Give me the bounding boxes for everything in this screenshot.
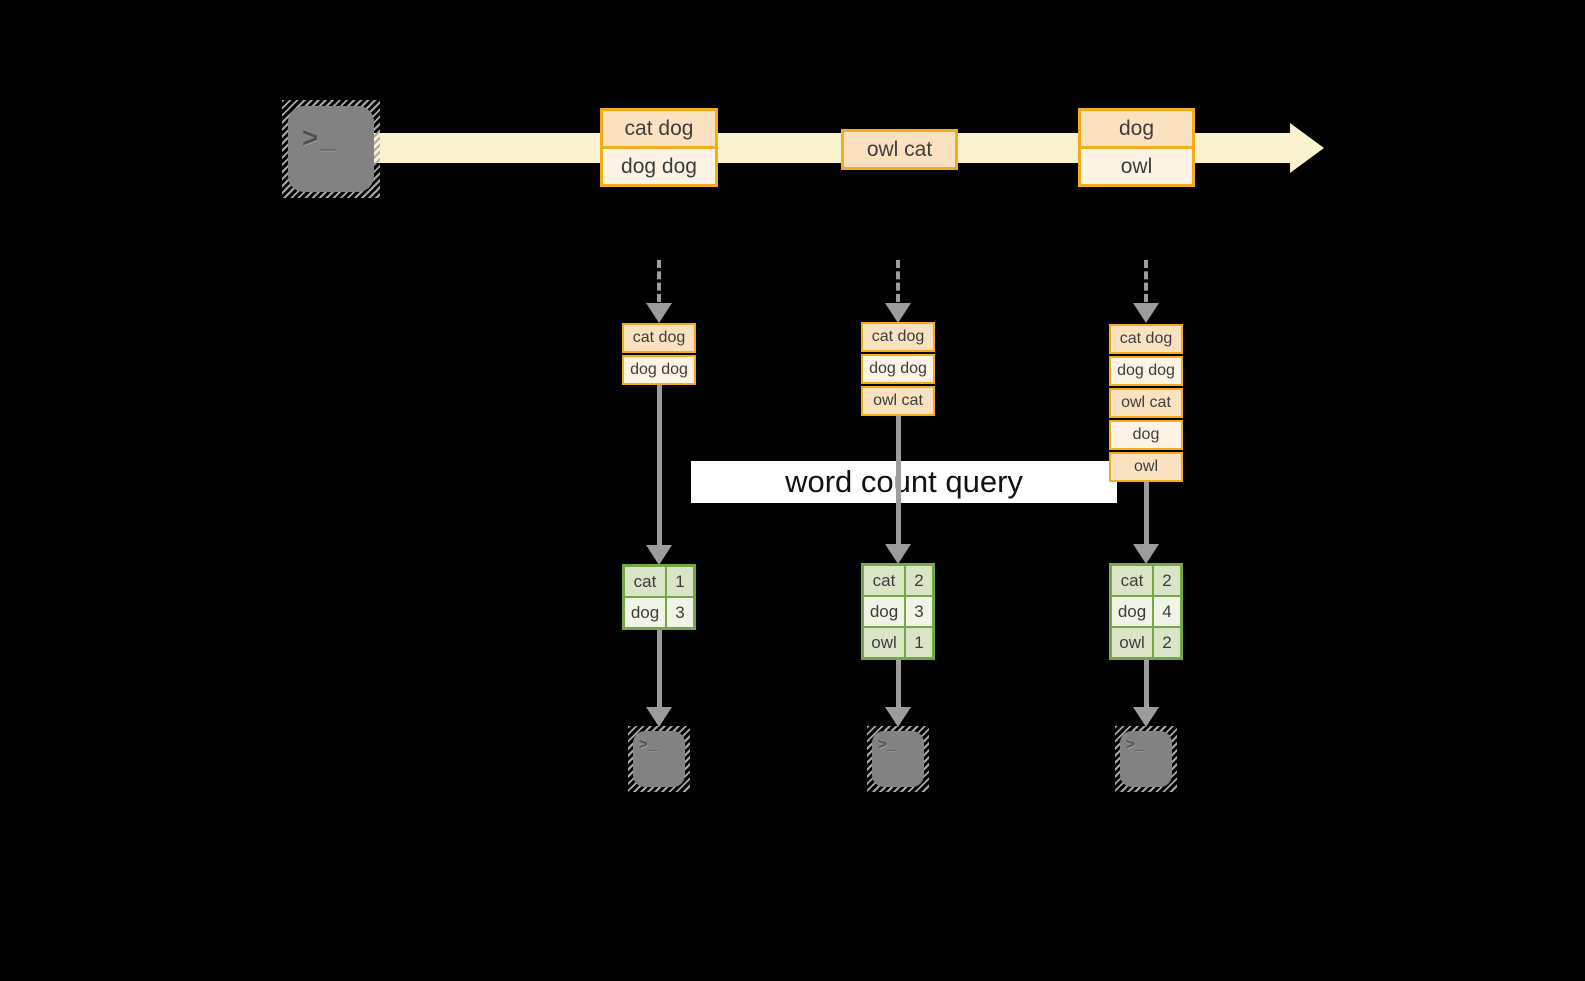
stream-event-box-1: cat dog dog dog (600, 108, 718, 187)
table-to-sink-arrow (896, 660, 901, 708)
terminal-screen (288, 106, 374, 192)
arrow-head (885, 707, 911, 727)
count-table-3: cat 2 dog 4 owl 2 (1109, 563, 1183, 660)
state-cell: owl (1109, 452, 1183, 482)
state-to-table-arrow (1144, 482, 1149, 545)
sink-terminal-icon: >_ (628, 726, 690, 792)
count-table-1: cat 1 dog 3 (622, 564, 696, 630)
event-cell: owl (1081, 149, 1192, 184)
state-cell: cat dog (1109, 324, 1183, 354)
dashed-arrow-stem (896, 260, 900, 302)
table-to-sink-arrow (1144, 658, 1149, 708)
count-cell: 1 (667, 567, 693, 596)
dashed-arrow-stem (1144, 260, 1148, 302)
terminal-prompt-icon: >_ (302, 122, 338, 153)
terminal-screen (633, 731, 685, 787)
sink-terminal-icon: >_ (1115, 726, 1177, 792)
query-label: word count query (691, 461, 1117, 503)
state-box-1: cat dog dog dog (622, 323, 696, 385)
dashed-arrow-stem (657, 260, 661, 302)
word-cell: owl (864, 628, 904, 657)
word-cell: dog (864, 597, 904, 626)
arrow-head (646, 707, 672, 727)
dashed-arrow-head (885, 303, 911, 323)
word-cell: cat (625, 567, 665, 596)
state-box-2: cat dog dog dog owl cat (861, 322, 935, 416)
dashed-arrow-head (1133, 303, 1159, 323)
arrow-head (646, 545, 672, 565)
event-cell: cat dog (603, 111, 715, 146)
stream-arrow-head (1290, 123, 1324, 173)
source-terminal-icon: >_ (282, 100, 380, 198)
table-to-sink-arrow (657, 630, 662, 708)
arrow-head (1133, 544, 1159, 564)
state-to-table-arrow (657, 385, 662, 546)
sink-terminal-icon: >_ (867, 726, 929, 792)
terminal-prompt-icon: >_ (1126, 736, 1146, 753)
count-cell: 2 (1154, 566, 1180, 595)
word-cell: owl (1112, 628, 1152, 657)
state-cell: owl cat (861, 386, 935, 416)
count-cell: 2 (1154, 628, 1180, 657)
terminal-screen (1120, 731, 1172, 787)
count-cell: 2 (906, 566, 932, 595)
dashed-arrow-head (646, 303, 672, 323)
state-cell: dog dog (622, 355, 696, 385)
state-cell: cat dog (861, 322, 935, 352)
word-cell: cat (864, 566, 904, 595)
state-cell: dog dog (1109, 356, 1183, 386)
state-box-3: cat dog dog dog owl cat dog owl (1109, 324, 1183, 482)
event-cell: dog (1081, 111, 1192, 146)
terminal-prompt-icon: >_ (639, 736, 659, 753)
state-cell: dog (1109, 420, 1183, 450)
word-cell: dog (1112, 597, 1152, 626)
word-cell: dog (625, 598, 665, 627)
event-cell: owl cat (844, 132, 955, 167)
state-cell: owl cat (1109, 388, 1183, 418)
count-cell: 3 (667, 598, 693, 627)
stream-event-box-3: dog owl (1078, 108, 1195, 187)
stream-event-box-2: owl cat (841, 129, 958, 170)
terminal-prompt-icon: >_ (878, 736, 898, 753)
terminal-screen (872, 731, 924, 787)
arrow-head (885, 544, 911, 564)
state-cell: dog dog (861, 354, 935, 384)
state-cell: cat dog (622, 323, 696, 353)
state-to-table-arrow (896, 416, 901, 545)
word-cell: cat (1112, 566, 1152, 595)
count-table-2: cat 2 dog 3 owl 1 (861, 563, 935, 660)
count-cell: 1 (906, 628, 932, 657)
count-cell: 4 (1154, 597, 1180, 626)
arrow-head (1133, 707, 1159, 727)
event-cell: dog dog (603, 149, 715, 184)
count-cell: 3 (906, 597, 932, 626)
